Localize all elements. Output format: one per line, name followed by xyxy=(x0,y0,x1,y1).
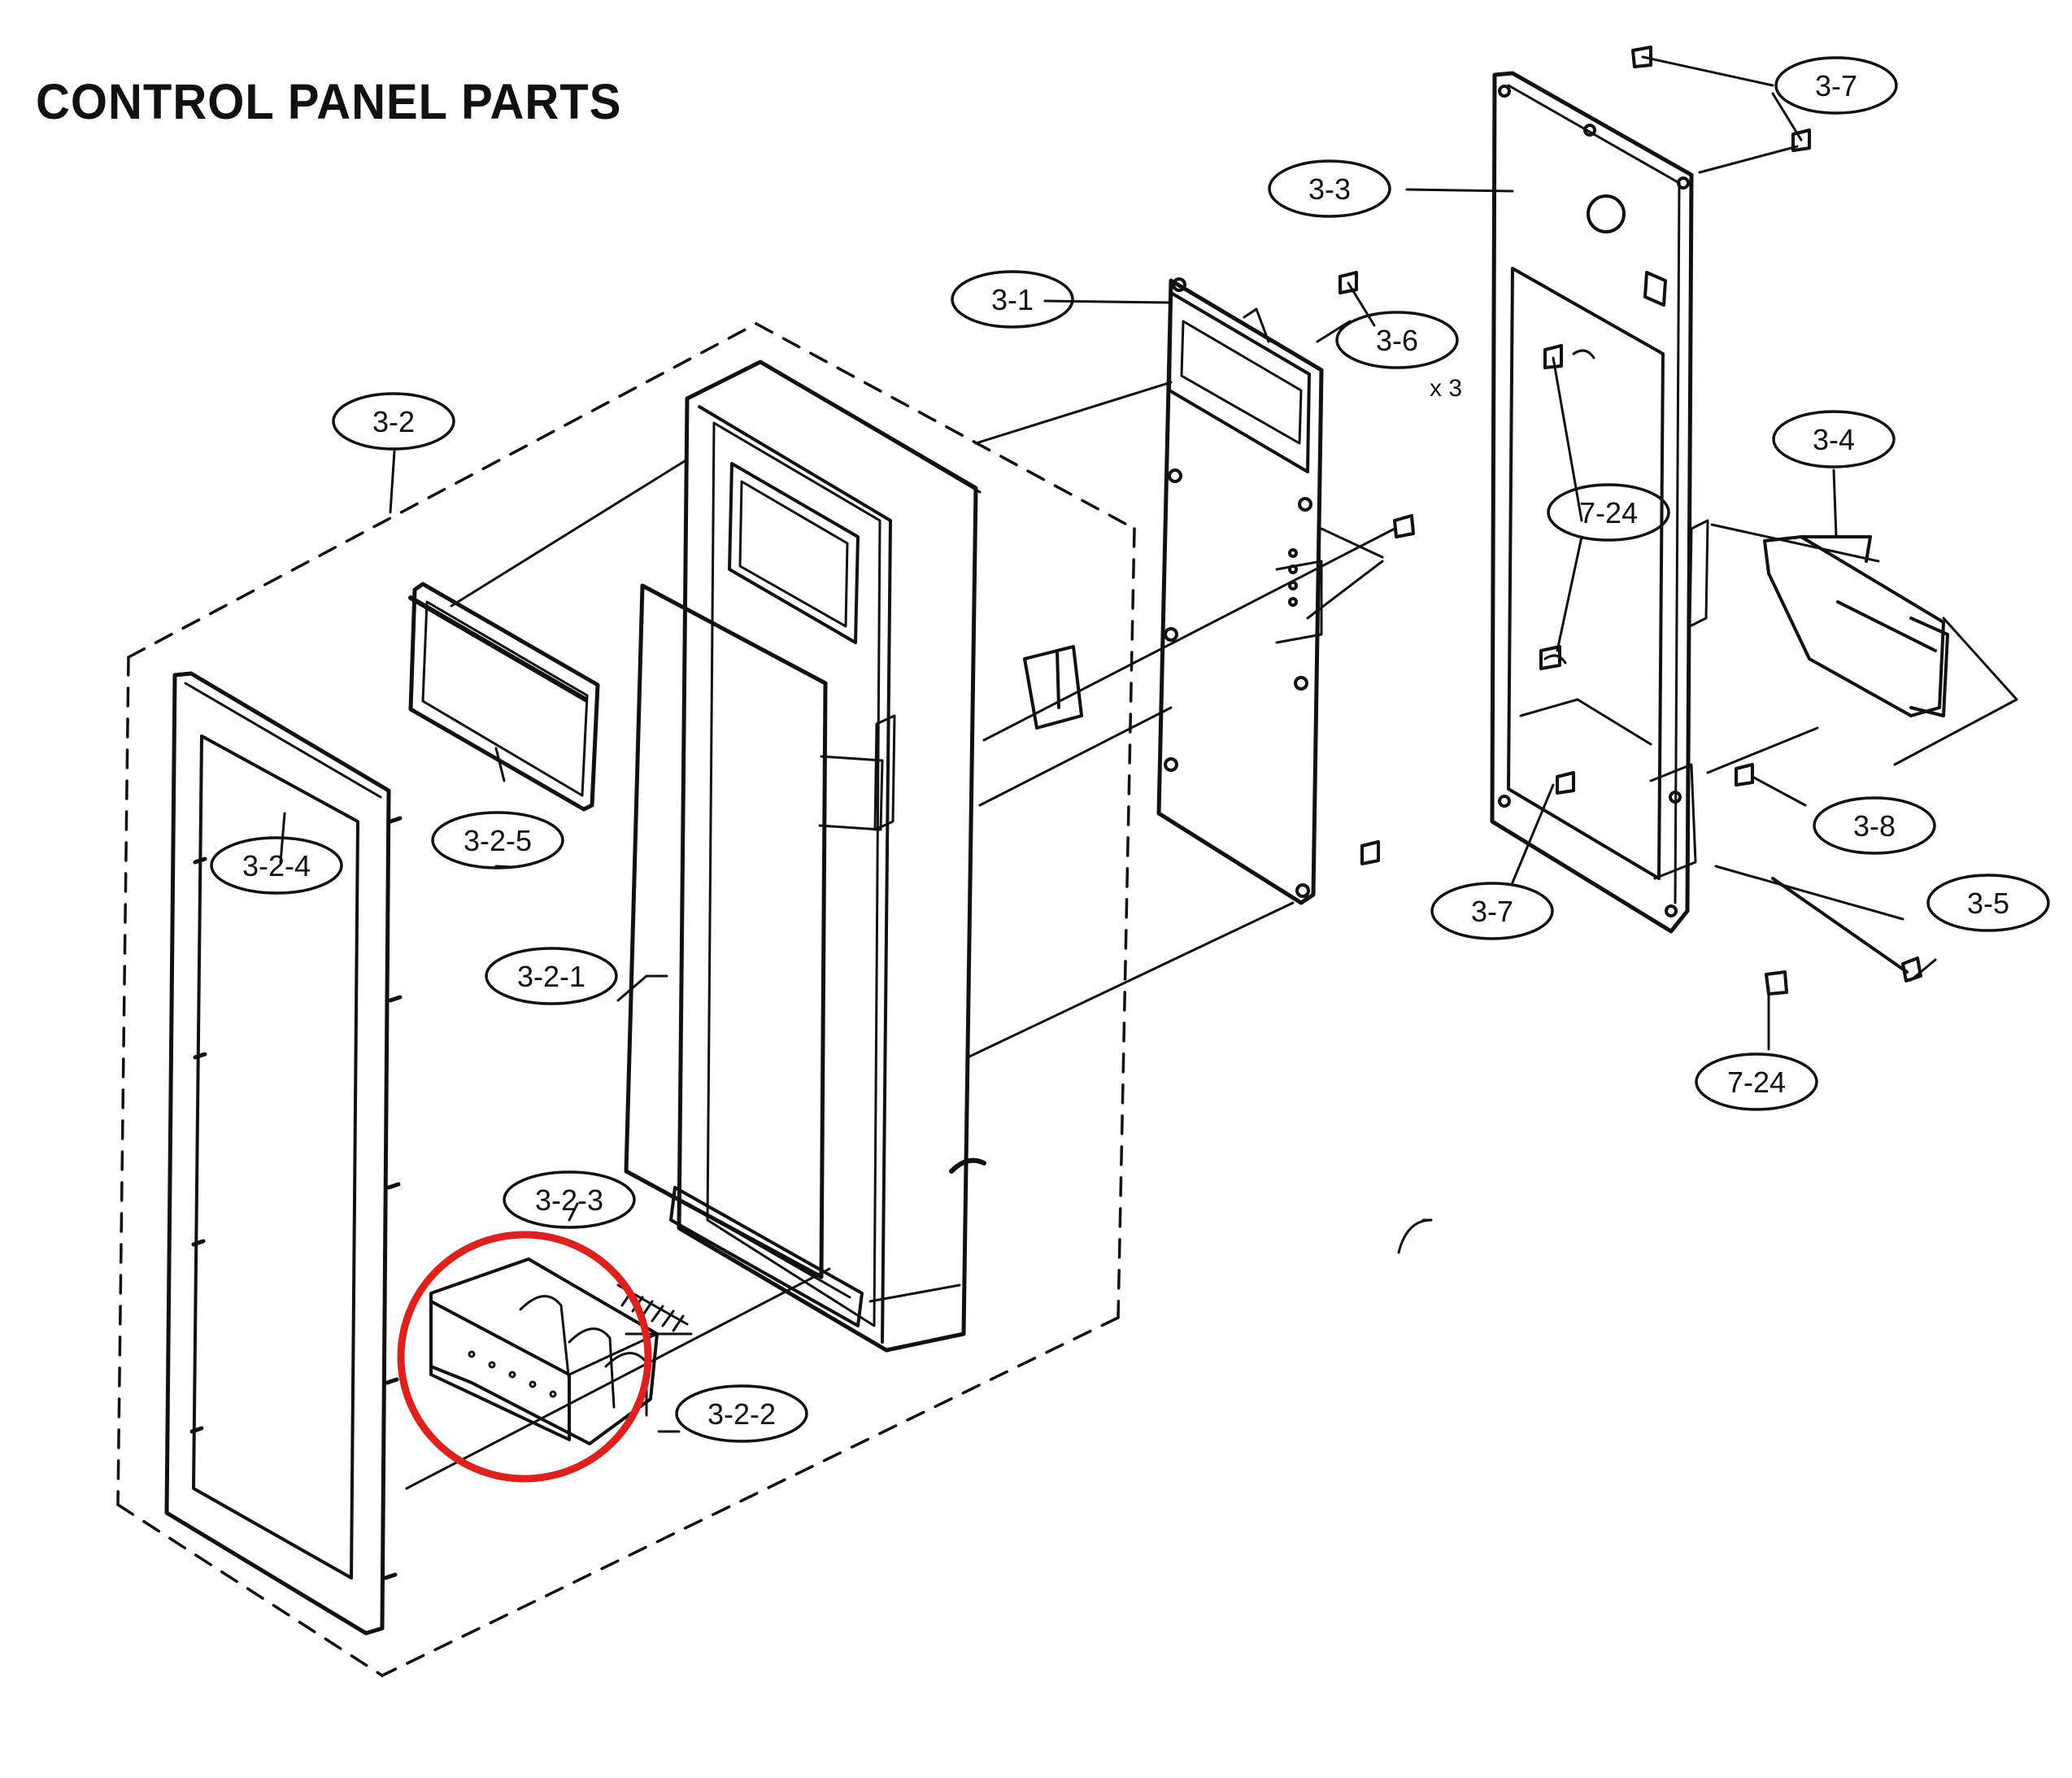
label-3-7-bottom: 3-7 xyxy=(1430,882,1554,940)
screw-icons xyxy=(1339,46,1922,996)
pcb-board-3-1 xyxy=(1156,277,1324,905)
front-frame-3-2-4 xyxy=(164,671,403,1636)
label-text: 3-3 xyxy=(1308,172,1351,206)
label-7-24-bottom: 7-24 xyxy=(1695,1052,1818,1111)
label-3-7-top: 3-7 xyxy=(1774,56,1898,115)
label-text: 3-2 xyxy=(372,405,415,438)
label-text: 3-2-3 xyxy=(535,1183,603,1217)
label-text: 3-7 xyxy=(1815,69,1857,102)
label-3-8: 3-8 xyxy=(1813,796,1936,855)
quantity-note: x 3 xyxy=(1430,375,1462,402)
label-3-1: 3-1 xyxy=(951,270,1074,329)
label-3-2-3: 3-2-3 xyxy=(503,1170,636,1229)
ribbon-cable xyxy=(1023,645,1083,730)
label-3-2-1: 3-2-1 xyxy=(485,947,618,1005)
label-3-2: 3-2 xyxy=(332,392,455,451)
assembly-outline-dashed xyxy=(116,322,1136,1677)
label-text: 3-6 xyxy=(1376,324,1418,357)
display-window-3-2-5 xyxy=(408,582,600,812)
housing-bottom-slot xyxy=(669,1186,864,1327)
label-text: 7-24 xyxy=(1727,1065,1786,1099)
membrane-sheet-3-2-1 xyxy=(624,583,884,1279)
label-3-5: 3-5 xyxy=(1926,874,2050,932)
label-text: 3-2-5 xyxy=(464,824,532,857)
diagram-title: CONTROL PANEL PARTS xyxy=(36,74,622,130)
label-text: 3-7 xyxy=(1471,895,1513,928)
part-labels: 3-7 3-3 3-1 3-6 x 3 3-2 3-4 7-24 3-2-5 3… xyxy=(210,56,2050,1443)
latch-3-4 xyxy=(1763,535,1949,717)
bracket-3-3 xyxy=(1490,71,1709,934)
label-text: 7-24 xyxy=(1579,496,1638,529)
label-text: 3-2-4 xyxy=(242,849,311,882)
label-3-2-4: 3-2-4 xyxy=(210,836,343,895)
label-3-6: 3-6 xyxy=(1335,311,1459,369)
control-panel-housing xyxy=(677,360,986,1353)
label-3-4: 3-4 xyxy=(1772,410,1896,468)
label-text: 3-2-2 xyxy=(707,1397,776,1431)
label-text: 3-1 xyxy=(991,283,1034,316)
label-text: 3-2-1 xyxy=(517,960,585,993)
leader-lines xyxy=(279,55,2018,1490)
label-3-2-5: 3-2-5 xyxy=(431,811,564,869)
label-7-24-top: 7-24 xyxy=(1547,483,1670,542)
label-3-2-2: 3-2-2 xyxy=(675,1384,808,1443)
label-text: 3-4 xyxy=(1813,423,1855,456)
label-text: 3-8 xyxy=(1853,809,1896,843)
label-3-3: 3-3 xyxy=(1268,159,1391,218)
highlight-circle xyxy=(397,1231,652,1483)
label-text: 3-5 xyxy=(1967,887,2009,920)
